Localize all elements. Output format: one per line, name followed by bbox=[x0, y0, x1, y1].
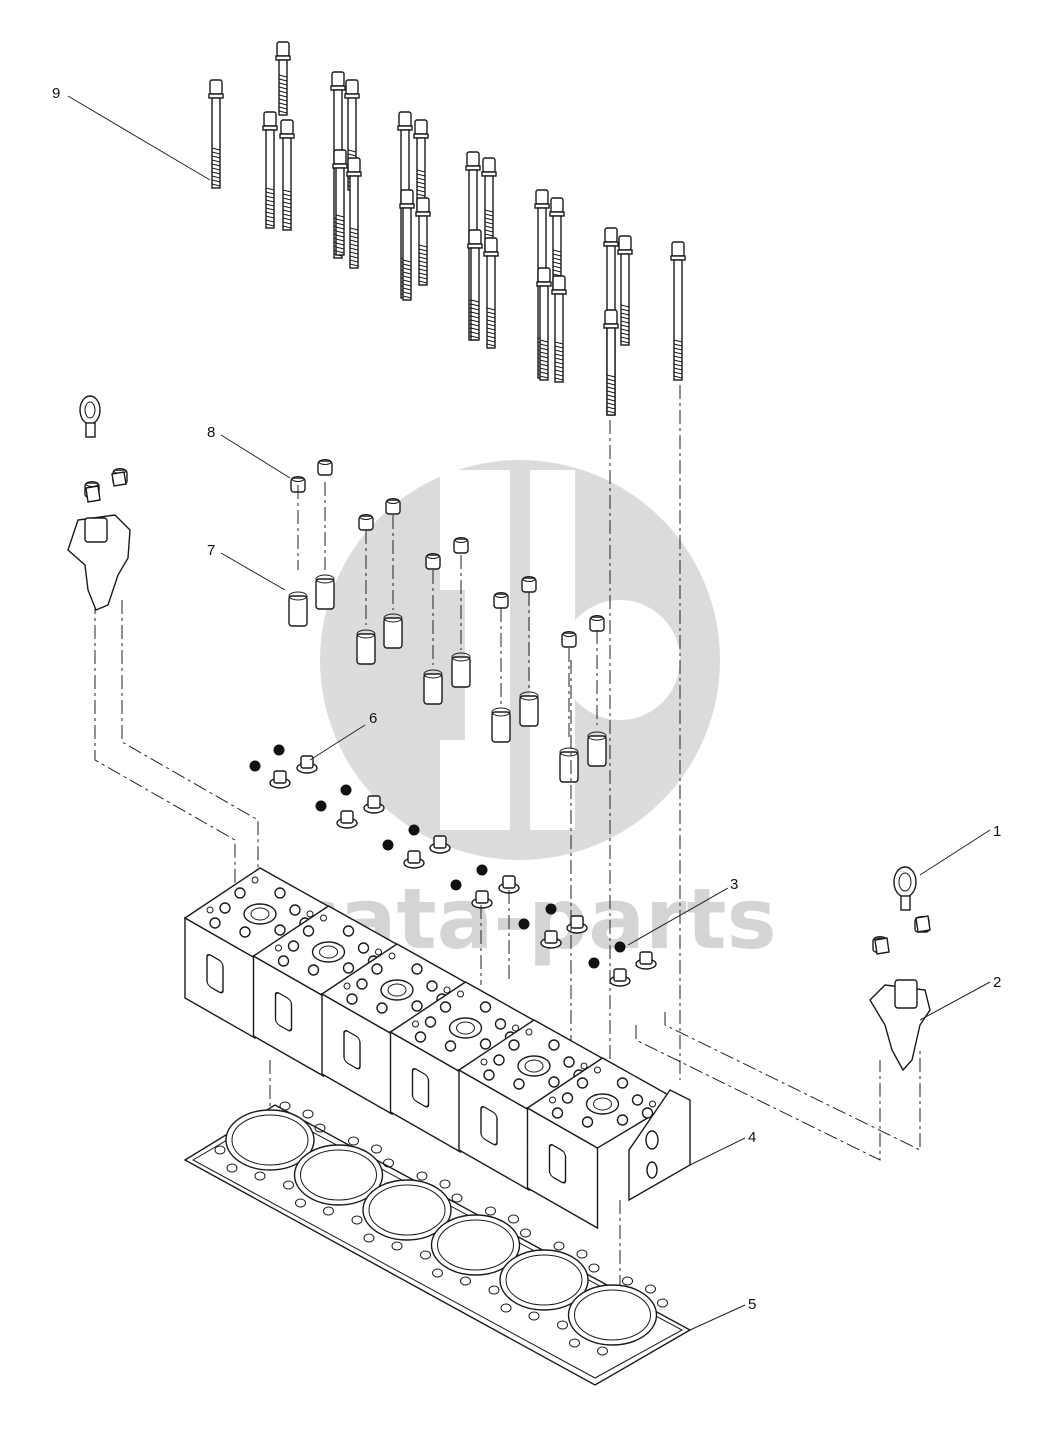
cylinder-head-unit bbox=[389, 981, 542, 1154]
valve-seal bbox=[498, 875, 520, 894]
valve-seal bbox=[471, 890, 493, 909]
callouts: 9 8 7 6 1 3 2 4 5 bbox=[52, 85, 1001, 1331]
valve-seal bbox=[429, 835, 451, 854]
sleeve bbox=[491, 707, 511, 743]
valve-seal bbox=[296, 755, 318, 774]
cylinder-head-unit bbox=[183, 867, 337, 1040]
callout-2: 2 bbox=[993, 974, 1001, 991]
cylinder-head-unit bbox=[457, 1019, 611, 1192]
valve-cap bbox=[518, 918, 530, 930]
head-bolt bbox=[399, 189, 415, 301]
nut bbox=[589, 615, 605, 632]
callout-1: 1 bbox=[993, 823, 1001, 840]
valve-cap bbox=[614, 941, 626, 953]
head-bolt bbox=[413, 119, 429, 211]
head-bolt bbox=[467, 229, 483, 341]
head-bolt bbox=[603, 309, 619, 416]
nut bbox=[425, 553, 441, 570]
callout-9: 9 bbox=[52, 85, 60, 102]
lifting-bracket-right bbox=[869, 866, 931, 1072]
valve-seals-group bbox=[249, 744, 657, 987]
head-bolts-group bbox=[208, 41, 686, 416]
gasket-bore bbox=[567, 1284, 658, 1346]
valve-cap bbox=[588, 957, 600, 969]
sleeve bbox=[288, 591, 308, 627]
gasket-bore bbox=[293, 1144, 384, 1206]
nut bbox=[453, 537, 469, 554]
valve-cap bbox=[273, 744, 285, 756]
callout-6: 6 bbox=[369, 710, 377, 727]
callout-3: 3 bbox=[730, 876, 738, 893]
gasket-bore bbox=[225, 1109, 315, 1171]
valve-seal bbox=[635, 951, 657, 970]
nut bbox=[561, 631, 577, 648]
gasket-bore bbox=[499, 1249, 589, 1311]
head-bolt bbox=[483, 237, 499, 349]
head-end-cap bbox=[628, 1089, 691, 1202]
valve-cap bbox=[450, 879, 462, 891]
callout-4: 4 bbox=[748, 1129, 756, 1146]
valve-cap bbox=[315, 800, 327, 812]
sleeves-group bbox=[288, 574, 607, 783]
valve-cap bbox=[340, 784, 352, 796]
valve-cap bbox=[249, 760, 261, 772]
head-bolt bbox=[415, 197, 431, 286]
nut bbox=[358, 514, 374, 531]
sleeve bbox=[315, 574, 335, 610]
head-bolt bbox=[551, 275, 567, 383]
valve-seal bbox=[269, 770, 291, 789]
sleeve bbox=[383, 613, 403, 649]
head-bolt bbox=[481, 157, 497, 251]
head-bolt bbox=[275, 41, 291, 116]
head-bolt bbox=[346, 157, 362, 269]
cylinder-head-stack bbox=[183, 867, 691, 1230]
valve-cap bbox=[545, 903, 557, 915]
sleeve bbox=[423, 669, 443, 705]
sleeve bbox=[587, 731, 607, 767]
callout-7: 7 bbox=[207, 542, 215, 559]
sleeve bbox=[559, 747, 579, 783]
nut bbox=[317, 459, 333, 476]
head-bolt bbox=[262, 111, 278, 229]
assembly-lines bbox=[94, 385, 921, 1325]
gasket-bore bbox=[362, 1179, 452, 1241]
valve-cap bbox=[476, 864, 488, 876]
sleeve bbox=[451, 652, 471, 688]
sleeve bbox=[356, 629, 376, 665]
head-bolt bbox=[332, 149, 348, 256]
nut bbox=[521, 576, 537, 593]
valve-cap bbox=[408, 824, 420, 836]
valve-seal bbox=[363, 795, 385, 814]
lifting-bracket-left bbox=[67, 395, 131, 611]
head-bolt bbox=[617, 235, 633, 346]
valve-seal bbox=[609, 968, 631, 987]
head-bolt bbox=[536, 267, 552, 381]
nut bbox=[385, 498, 401, 515]
valve-cap bbox=[382, 839, 394, 851]
valve-seal bbox=[566, 915, 588, 934]
valve-seal bbox=[336, 810, 358, 829]
nut bbox=[493, 592, 509, 609]
gasket-bore bbox=[430, 1214, 521, 1276]
cylinder-head-unit bbox=[252, 905, 405, 1078]
head-gasket bbox=[183, 1101, 692, 1386]
sleeve bbox=[519, 691, 539, 727]
callout-8: 8 bbox=[207, 424, 215, 441]
callout-5: 5 bbox=[748, 1296, 756, 1313]
head-bolt bbox=[208, 79, 224, 189]
head-bolt bbox=[279, 119, 295, 231]
valve-seal bbox=[403, 850, 425, 869]
valve-seal bbox=[540, 930, 562, 949]
head-bolt bbox=[670, 241, 686, 381]
cylinder-head-unit bbox=[526, 1057, 679, 1230]
